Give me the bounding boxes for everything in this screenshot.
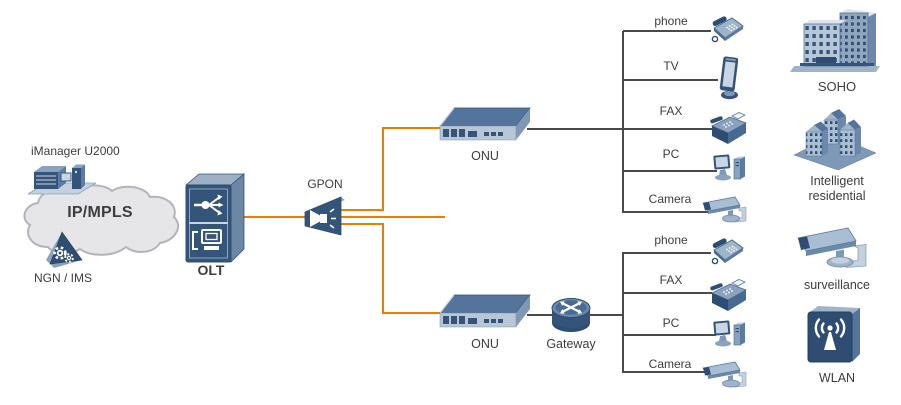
copper-link-top-tv	[623, 79, 718, 81]
bot-pc-label: PC	[662, 316, 680, 330]
copper-link-top-camera	[623, 211, 708, 213]
copper-link-bot-camera	[623, 371, 707, 373]
copper-link-top-pc	[623, 170, 717, 172]
pc-icon	[711, 152, 749, 188]
splitter-label: GPON	[307, 177, 343, 191]
gateway-label: Gateway	[546, 337, 596, 351]
top-tv-label: TV	[663, 59, 679, 73]
fiber-link-split-bot-h1	[340, 223, 383, 225]
copper-link-gateway-bus	[588, 314, 623, 316]
fax-icon	[708, 110, 748, 148]
top-phone-label: phone	[654, 14, 688, 28]
fiber-link-split-bot-v	[382, 223, 384, 314]
copper-link-bot-pc	[623, 334, 716, 336]
fiber-link-split-bot-h2	[382, 312, 444, 314]
optical-splitter-icon	[301, 193, 347, 241]
top-fax-label: FAX	[659, 104, 683, 118]
onu-bottom-icon	[438, 289, 532, 337]
top-camera-label: Camera	[648, 192, 692, 206]
bot-camera-label: Camera	[648, 357, 692, 371]
bot-phone-label: phone	[654, 233, 688, 247]
service-residential-label: Intelligent residential	[808, 174, 866, 203]
onu-bottom-label: ONU	[471, 337, 499, 351]
phone-icon	[706, 13, 746, 47]
copper-link-onu-top-fax	[527, 128, 714, 130]
server-stack-icon	[28, 156, 96, 202]
copper-link-bot-fax	[623, 292, 712, 294]
service-soho-label: SOHO	[817, 79, 857, 94]
cloud-label: IP/MPLS	[67, 204, 133, 221]
gear-triangle-icon	[42, 230, 84, 270]
fiber-link-split-mid-stub	[340, 216, 445, 218]
nms-label: iManager U2000	[31, 144, 120, 158]
copper-link-bot-phone	[623, 252, 711, 254]
fiber-link-split-top-v	[382, 127, 384, 211]
top-pc-label: PC	[662, 147, 680, 161]
surveillance-camera-icon	[796, 224, 874, 274]
wlan-access-point-icon	[806, 304, 864, 368]
office-building-icon	[790, 8, 882, 74]
fiber-link-split-top-h2	[382, 127, 444, 129]
tv-icon	[714, 54, 744, 102]
service-surveillance-label: surveillance	[803, 278, 870, 292]
camera-icon	[702, 359, 752, 391]
fiber-link-olt-splitter	[232, 216, 305, 218]
copper-link-top-phone	[623, 30, 711, 32]
copper-bus-top	[622, 31, 624, 213]
olt-label: OLT	[197, 262, 225, 278]
router-cylinder-icon	[549, 293, 593, 335]
phone-icon	[706, 235, 746, 269]
onu-top-label: ONU	[471, 149, 499, 163]
fax-icon	[708, 277, 748, 315]
bot-fax-label: FAX	[659, 273, 683, 287]
copper-bus-bottom	[622, 252, 624, 373]
onu-top-icon	[438, 102, 532, 150]
residential-buildings-icon	[794, 108, 876, 170]
service-wlan-label: WLAN	[818, 371, 856, 385]
fiber-link-split-top-h1	[340, 209, 383, 211]
camera-icon	[702, 194, 752, 226]
copper-link-onu-gateway	[527, 314, 553, 316]
olt-chassis-icon	[183, 172, 247, 266]
ngn-label: NGN / IMS	[34, 271, 93, 285]
pc-icon	[711, 318, 749, 354]
